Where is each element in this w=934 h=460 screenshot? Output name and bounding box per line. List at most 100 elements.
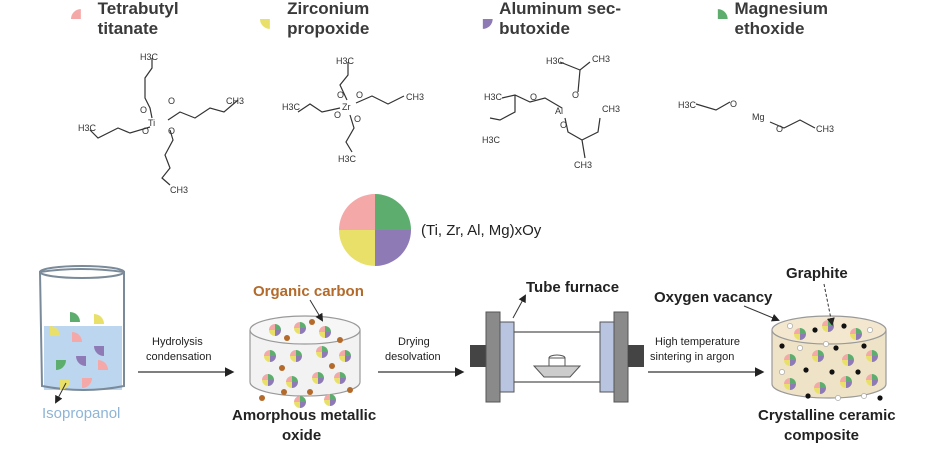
oxide-grain — [319, 326, 331, 338]
oxide-grain — [842, 354, 854, 366]
graphite-dot — [841, 323, 847, 329]
oxide-grain — [840, 376, 852, 388]
mg-o2: O — [776, 124, 783, 134]
oxide-grain — [850, 328, 862, 340]
organic-carbon-dot — [284, 335, 290, 341]
organic-carbon-dot — [307, 389, 313, 395]
ti-ch3-bottom: CH3 — [170, 185, 188, 195]
organic-carbon-dot — [259, 395, 265, 401]
step1-line2: condensation — [146, 351, 211, 363]
oxygen-vacancy-dot — [835, 395, 841, 401]
oxide-grain — [784, 378, 796, 390]
legend-item: Magnesium ethoxide — [707, 0, 900, 39]
ti-center: Ti — [148, 118, 155, 128]
oxide-grain — [312, 372, 324, 384]
ti-o1: O — [168, 96, 175, 106]
oxygen-vacancy-dot — [823, 341, 829, 347]
legend-label: Aluminum sec-butoxide — [499, 0, 622, 38]
beaker — [38, 265, 125, 391]
oxide-grain — [822, 320, 834, 332]
al-center: Al — [555, 106, 563, 116]
mg-ch3-right: CH3 — [816, 124, 834, 134]
graphite-dot — [805, 393, 811, 399]
graphite-dot — [833, 345, 839, 351]
oxygen-vacancy-dot — [861, 393, 867, 399]
ti-ch3-left: H3C — [78, 123, 97, 133]
oxide-grain — [264, 350, 276, 362]
oxide-grain — [794, 328, 806, 340]
oxide-grain — [784, 354, 796, 366]
al-ch3-right: CH3 — [602, 104, 620, 114]
organic-carbon-dot — [329, 363, 335, 369]
graphite-dot — [861, 343, 867, 349]
graphite-dot — [829, 369, 835, 375]
formula-text: (Ti, Zr, Al, Mg)xOy — [421, 222, 542, 239]
legend-label: Zirconium propoxide — [287, 0, 370, 38]
amorphous-line2: oxide — [282, 427, 321, 444]
zr-o2: O — [356, 90, 363, 100]
oxide-grain — [866, 350, 878, 362]
graphite-label: Graphite — [786, 265, 848, 282]
ti-o2: O — [140, 105, 147, 115]
zr-ch3-left: H3C — [282, 102, 301, 112]
oxide-grain — [324, 394, 336, 406]
graphite-dot — [812, 327, 818, 333]
green-quarter-icon — [717, 9, 728, 19]
legend: Tetrabutyl titanate Zirconium propoxide Al… — [70, 0, 900, 38]
organic-carbon-dot — [281, 389, 287, 395]
magnesium-ethoxide-structure — [695, 101, 816, 129]
oxygen-vacancy-dot — [779, 369, 785, 375]
oxygen-vacancy-dot — [797, 345, 803, 351]
oxide-grain — [866, 374, 878, 386]
step1-line1: Hydrolysis — [152, 336, 203, 348]
zr-center: Zr — [342, 102, 351, 112]
organic-carbon-dot — [337, 337, 343, 343]
al-o2: O — [530, 92, 537, 102]
organic-carbon-label: Organic carbon — [253, 283, 364, 300]
zr-ch3-right: CH3 — [406, 92, 424, 102]
oxygen-vacancy-dot — [867, 327, 873, 333]
oxide-grain — [339, 350, 351, 362]
oxide-grain — [290, 350, 302, 362]
oxide-grain — [294, 396, 306, 408]
amorphous-line1: Amorphous metallic — [232, 407, 376, 424]
graphite-dot — [779, 343, 785, 349]
oxide-grain — [294, 322, 306, 334]
graphite-dot — [803, 367, 809, 373]
crystalline-particles — [779, 320, 883, 401]
zr-ch3-bottom: H3C — [338, 154, 357, 164]
oxygen-vacancy-dot — [787, 323, 793, 329]
mg-center: Mg — [752, 112, 765, 122]
zr-ch3-top: H3C — [336, 56, 355, 66]
oxide-grain — [286, 376, 298, 388]
step2-line2: desolvation — [385, 351, 441, 363]
organic-carbon-dot — [309, 319, 315, 325]
isopropanol-label: Isopropanol — [42, 405, 120, 422]
ti-ch3-top: H3C — [140, 52, 159, 62]
al-o1: O — [572, 90, 579, 100]
mg-o1: O — [730, 99, 737, 109]
zr-o3: O — [334, 110, 341, 120]
graphite-dot — [877, 395, 883, 401]
oxide-grain — [316, 346, 328, 358]
crystalline-line2: composite — [784, 427, 859, 444]
tetrabutyl-titanate-structure — [89, 58, 239, 186]
purple-quarter-icon — [482, 19, 493, 29]
oxide-grain — [812, 350, 824, 362]
al-ch3-left1: H3C — [484, 92, 503, 102]
oxide-formula-circle — [339, 194, 411, 266]
legend-item: Aluminum sec-butoxide — [472, 0, 689, 39]
ti-o4: O — [168, 126, 175, 136]
ti-o3: O — [142, 126, 149, 136]
graphite-dot — [855, 369, 861, 375]
yellow-quarter-icon — [260, 19, 271, 29]
amorphous-particles — [259, 319, 353, 408]
oxide-grain — [334, 372, 346, 384]
al-ch3-bottom: CH3 — [574, 160, 592, 170]
legend-item: Tetrabutyl titanate — [70, 0, 241, 39]
pink-quarter-icon — [70, 9, 81, 19]
oxide-grain — [814, 382, 826, 394]
organic-carbon-dot — [347, 387, 353, 393]
al-o3: O — [560, 120, 567, 130]
